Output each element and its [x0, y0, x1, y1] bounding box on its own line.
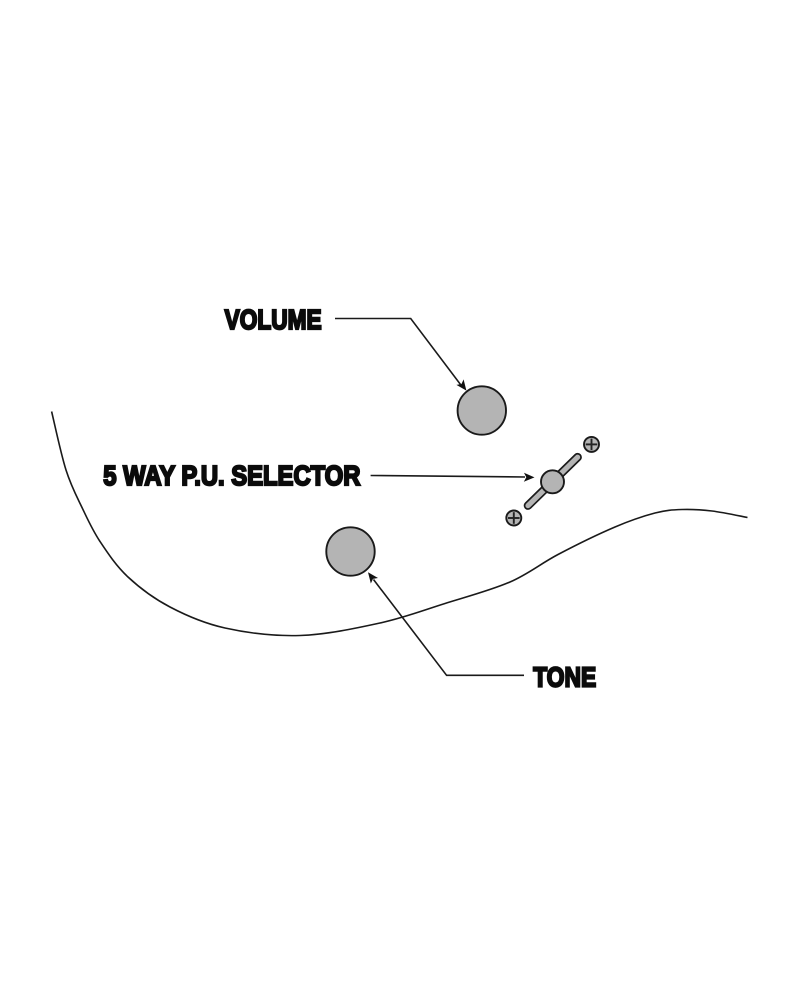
svg-text:5 WAY P.U. SELECTOR: 5 WAY P.U. SELECTOR	[103, 461, 360, 492]
svg-text:TONE: TONE	[533, 663, 596, 694]
svg-text:VOLUME: VOLUME	[225, 305, 322, 336]
